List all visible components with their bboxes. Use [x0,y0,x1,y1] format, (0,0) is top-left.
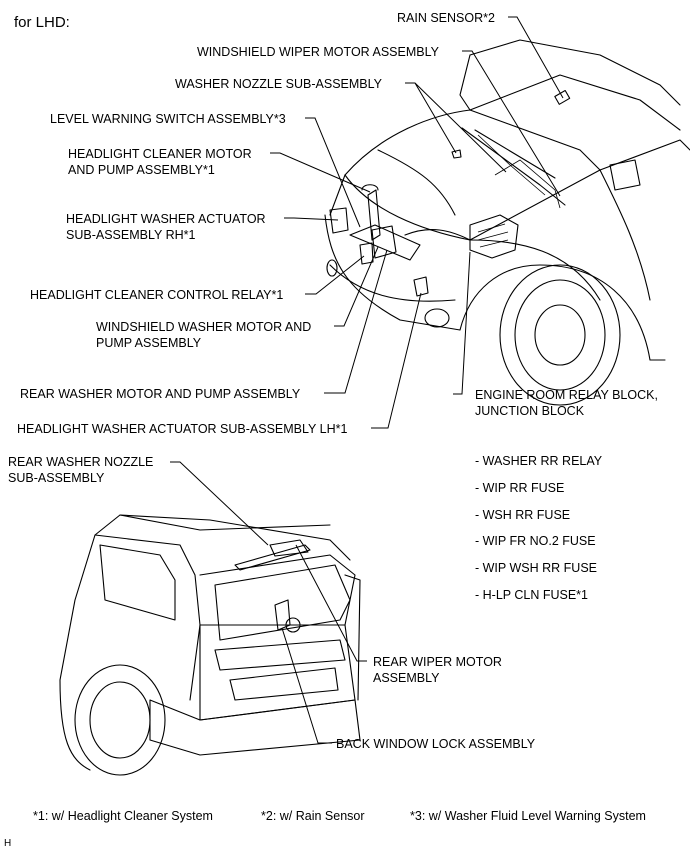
label-headlight-cleaner-relay: HEADLIGHT CLEANER CONTROL RELAY*1 [30,288,284,302]
label-rear-wiper-motor: REAR WIPER MOTOR ASSEMBLY [373,655,502,685]
corner-mark: H [4,838,12,849]
relay-item: - H-LP CLN FUSE*1 [475,588,588,602]
page-title: for LHD: [14,14,70,31]
footnote-1: *1: w/ Headlight Cleaner System [33,809,213,823]
label-headlight-washer-actuator-lh: HEADLIGHT WASHER ACTUATOR SUB-ASSEMBLY L… [17,422,348,436]
label-level-warning-switch: LEVEL WARNING SWITCH ASSEMBLY*3 [50,112,286,126]
footnote-2: *2: w/ Rain Sensor [261,809,365,823]
label-windshield-wiper-motor: WINDSHIELD WIPER MOTOR ASSEMBLY [197,45,439,59]
label-headlight-washer-actuator-rh: HEADLIGHT WASHER ACTUATOR SUB-ASSEMBLY R… [66,212,266,242]
label-rear-washer-motor: REAR WASHER MOTOR AND PUMP ASSEMBLY [20,387,301,401]
label-rain-sensor: RAIN SENSOR*2 [397,11,495,25]
relay-item: - WIP FR NO.2 FUSE [475,534,596,548]
footnote-3: *3: w/ Washer Fluid Level Warning System [410,809,646,823]
label-headlight-cleaner-motor: HEADLIGHT CLEANER MOTOR AND PUMP ASSEMBL… [68,147,252,177]
relay-item: - WIP RR FUSE [475,481,565,495]
rear-vehicle-drawing [59,514,361,776]
label-engine-room-relay-block: ENGINE ROOM RELAY BLOCK, JUNCTION BLOCK [475,388,658,418]
relay-item: - WIP WSH RR FUSE [475,561,597,575]
label-back-window-lock: BACK WINDOW LOCK ASSEMBLY [336,737,536,751]
label-windshield-washer-motor: WINDSHIELD WASHER MOTOR AND PUMP ASSEMBL… [96,320,312,350]
front-vehicle-drawing [324,39,690,406]
relay-item: - WASHER RR RELAY [475,454,603,468]
relay-item: - WSH RR FUSE [475,508,571,522]
label-washer-nozzle: WASHER NOZZLE SUB-ASSEMBLY [175,77,382,91]
label-rear-washer-nozzle: REAR WASHER NOZZLE SUB-ASSEMBLY [8,455,154,485]
leader-lines [170,16,564,744]
